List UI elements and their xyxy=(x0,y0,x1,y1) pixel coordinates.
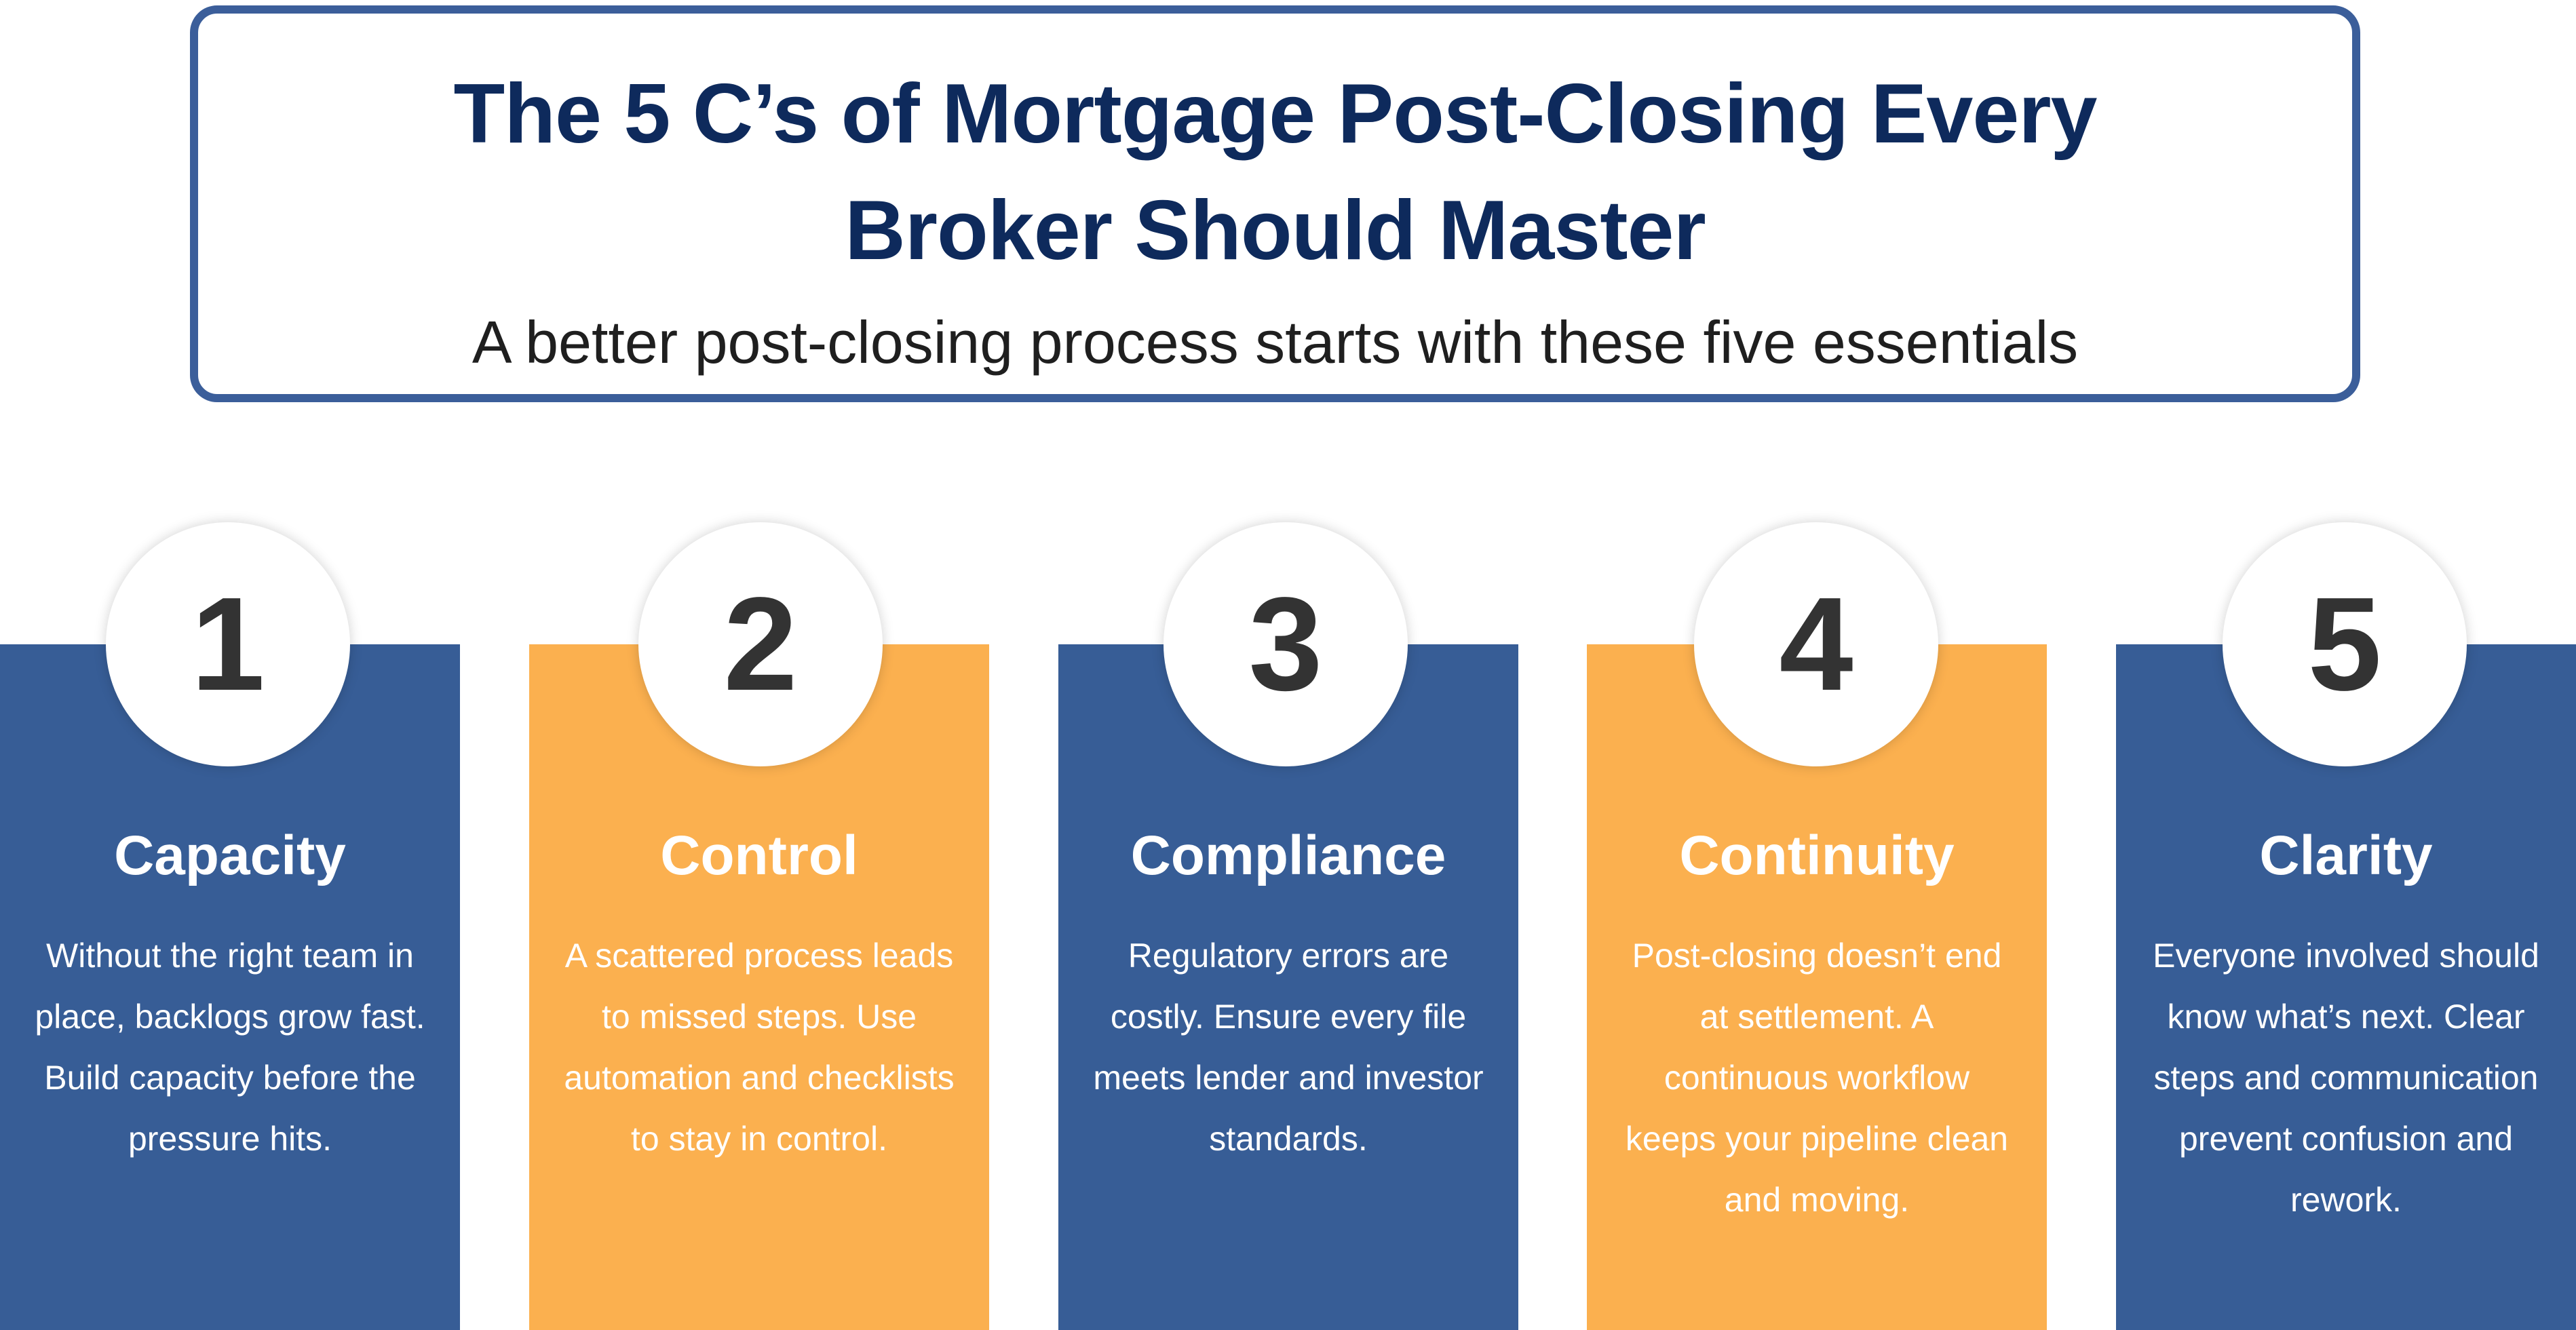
number-circle-1: 1 xyxy=(106,522,350,766)
card-title: Capacity xyxy=(114,825,346,886)
card-body: Without the right team in place, backlog… xyxy=(35,937,425,1158)
number-circle-4: 4 xyxy=(1694,522,1938,766)
card-body: A scattered process leads to missed step… xyxy=(564,937,955,1158)
page-title: The 5 C’s of Mortgage Post-Closing Every… xyxy=(453,67,2097,277)
card-title: Continuity xyxy=(1679,825,1955,886)
card-title: Compliance xyxy=(1130,825,1446,886)
card-title: Clarity xyxy=(2259,825,2433,886)
card-continuity: Continuity Post-closing doesn’t end at s… xyxy=(1587,644,2047,1330)
header-box: The 5 C’s of Mortgage Post-Closing Every… xyxy=(190,5,2360,402)
card-body: Everyone involved should know what’s nex… xyxy=(2153,937,2539,1219)
card-title: Control xyxy=(660,825,858,886)
card-body: Post-closing doesn’t end at settlement. … xyxy=(1625,937,2009,1219)
number-circle-5: 5 xyxy=(2223,522,2467,766)
page-subtitle: A better post-closing process starts wit… xyxy=(472,309,2079,376)
card-clarity: Clarity Everyone involved should know wh… xyxy=(2116,644,2576,1330)
card-body: Regulatory errors are costly. Ensure eve… xyxy=(1093,937,1484,1158)
number-circle-2: 2 xyxy=(638,522,883,766)
number-circle-3: 3 xyxy=(1164,522,1408,766)
card-control: Control A scattered process leads to mis… xyxy=(529,644,989,1330)
